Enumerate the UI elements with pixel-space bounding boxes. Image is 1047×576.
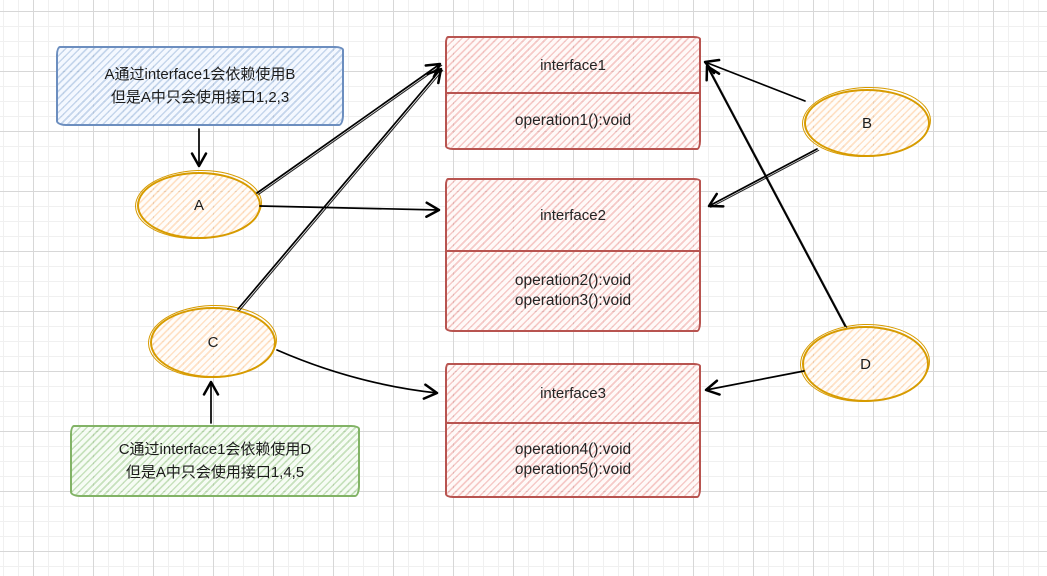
edge-actor-a-to-interface2[interactable] xyxy=(259,201,441,218)
actor-a-label: A xyxy=(193,197,204,214)
class-interface1[interactable]: interface1 operation1():void xyxy=(445,36,701,150)
edge-actor-a-to-interface1-sketch xyxy=(258,64,443,195)
class-interface3[interactable]: interface3 operation4():void operation5(… xyxy=(445,363,701,498)
edge-actor-a-to-interface1[interactable] xyxy=(256,62,442,194)
note-c-usage-line1: C通过interface1会依赖使用D xyxy=(118,441,312,458)
note-c-usage-line2: 但是A中只会使用接口1,4,5 xyxy=(125,464,305,481)
operation-line: operation3():void xyxy=(514,292,632,309)
edge-actor-d-to-interface3[interactable] xyxy=(704,370,805,396)
class-interface2[interactable]: interface2 operation2():void operation3(… xyxy=(445,178,701,332)
operation-line: operation4():void xyxy=(514,441,632,458)
edge-actor-b-to-interface2[interactable] xyxy=(707,148,818,208)
edge-actor-c-to-interface3[interactable] xyxy=(276,349,439,400)
edge-actor-d-to-interface1[interactable] xyxy=(705,64,846,327)
edge-actor-b-to-interface2-sketch xyxy=(710,149,820,208)
edge-actor-d-to-interface1-sketch xyxy=(708,66,848,328)
class-interface3-operations: operation4():void operation5():void xyxy=(447,424,699,496)
class-interface1-title: interface1 xyxy=(447,38,699,94)
edge-actor-c-to-interface1-sketch xyxy=(239,69,444,311)
operation-line: operation1():void xyxy=(514,112,632,129)
operation-line: operation5():void xyxy=(514,461,632,478)
actor-c[interactable]: C xyxy=(150,307,276,378)
class-interface2-operations: operation2():void operation3():void xyxy=(447,252,699,330)
note-a-usage-line1: A通过interface1会依赖使用B xyxy=(104,66,296,83)
note-c-usage[interactable]: C通过interface1会依赖使用D 但是A中只会使用接口1,4,5 xyxy=(70,425,360,497)
actor-b-label: B xyxy=(861,114,872,132)
actor-b[interactable]: B xyxy=(804,89,930,157)
class-interface2-title: interface2 xyxy=(447,180,699,252)
actor-d[interactable]: D xyxy=(802,326,929,402)
operation-line: operation2():void xyxy=(514,272,632,289)
note-a-usage[interactable]: A通过interface1会依赖使用B 但是A中只会使用接口1,2,3 xyxy=(56,46,344,126)
note-a-usage-line2: 但是A中只会使用接口1,2,3 xyxy=(110,89,290,106)
class-interface3-title: interface3 xyxy=(447,365,699,424)
edge-actor-b-to-interface1[interactable] xyxy=(703,58,806,102)
actor-c-label: C xyxy=(207,334,219,351)
actor-a[interactable]: A xyxy=(137,172,261,239)
actor-d-label: D xyxy=(860,355,871,373)
class-interface1-operations: operation1():void xyxy=(447,94,699,148)
edge-actor-c-to-interface1[interactable] xyxy=(237,67,443,310)
